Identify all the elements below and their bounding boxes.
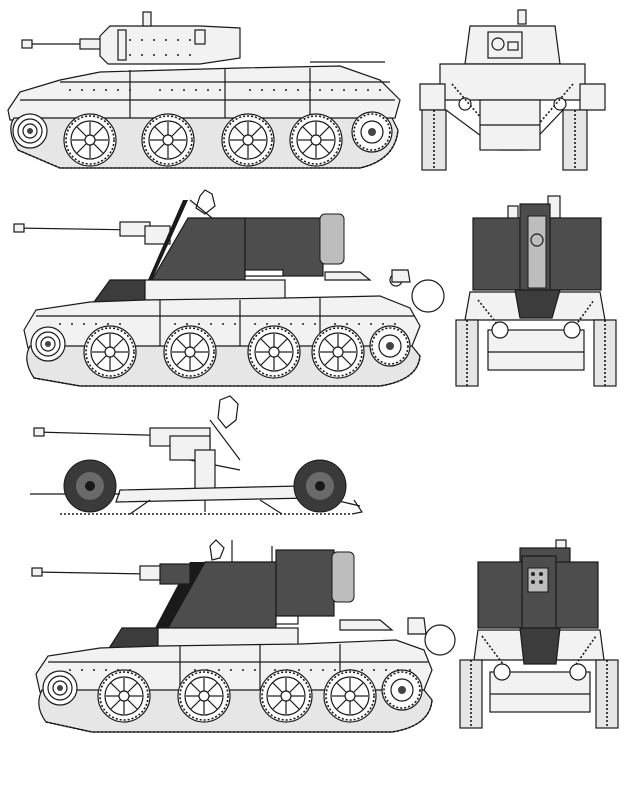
towed-aa-gun-side-view [30,395,363,515]
aa-variant-b-side-view [31,539,456,733]
aa-variant-a-side-view [13,189,445,387]
base-tank-side-view [7,11,401,169]
carriage-wheel-front [63,459,117,513]
aa-variant-a-front-view [455,195,617,387]
carriage-wheel-rear [293,459,347,513]
aa-variant-b-front-view [459,539,619,729]
base-tank-front-view [419,9,606,171]
